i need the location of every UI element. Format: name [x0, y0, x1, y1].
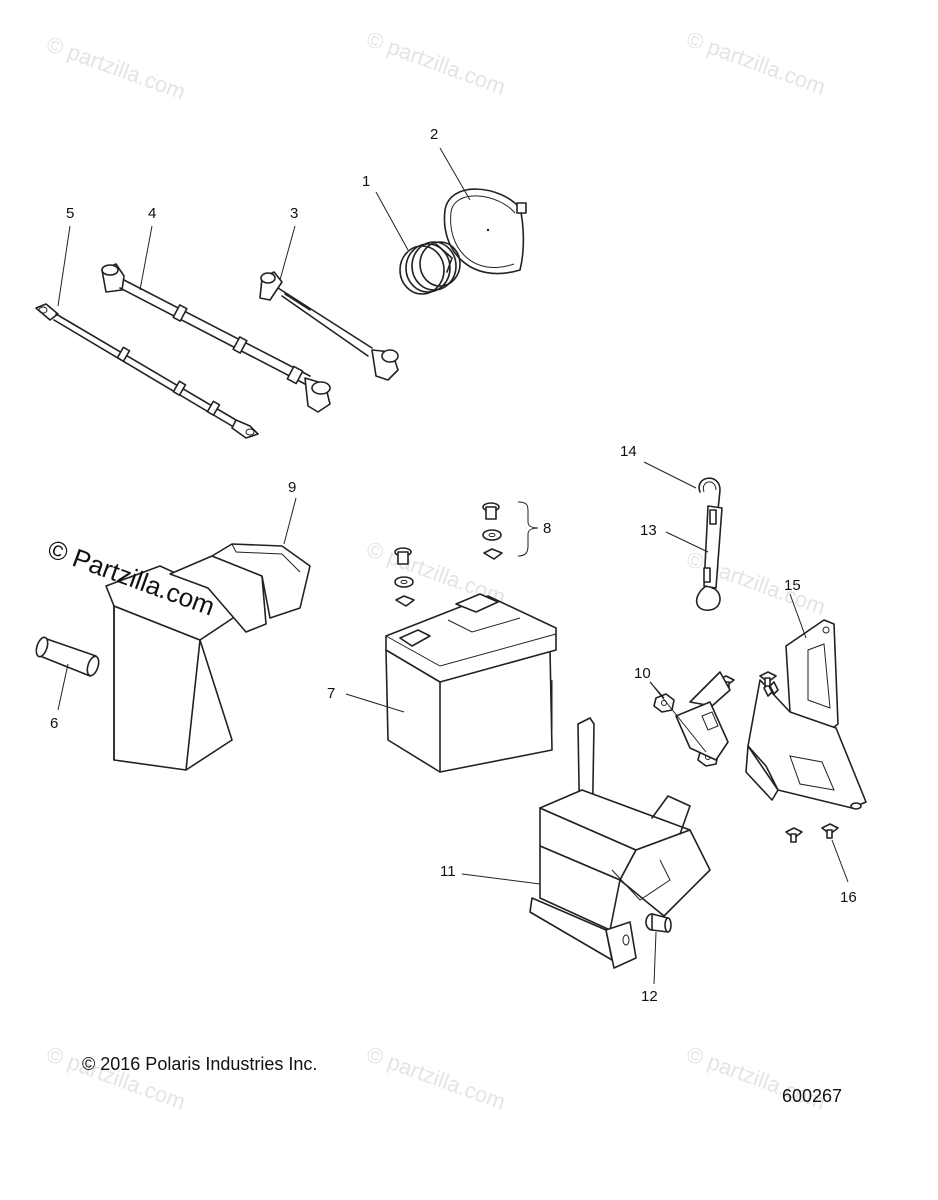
callout-2: 2 [430, 126, 438, 143]
callout-16: 16 [840, 889, 857, 906]
callout-7: 7 [327, 685, 335, 702]
part-11-battery-tray [529, 671, 731, 969]
bolt [759, 671, 777, 687]
bolt [821, 823, 839, 839]
watermark: © partzilla.com [43, 31, 189, 104]
callout-14: 14 [620, 443, 637, 460]
part-15-bracket [745, 619, 867, 810]
leader-lines [57, 147, 849, 985]
callout-labels: 1 2 3 4 5 6 7 8 9 10 11 12 13 14 15 16 [50, 126, 857, 1005]
callout-10: 10 [634, 665, 651, 682]
callout-8: 8 [543, 520, 551, 537]
callout-12: 12 [641, 988, 658, 1005]
copyright-text: © 2016 Polaris Industries Inc. [82, 1054, 317, 1074]
watermark: © partzilla.com [683, 26, 829, 99]
callout-1: 1 [362, 173, 370, 190]
part-14-hook [698, 477, 721, 511]
bolt [785, 827, 803, 843]
callout-13: 13 [640, 522, 657, 539]
diagram-number: 600267 [782, 1086, 842, 1106]
part-9-battery-cover [105, 543, 311, 771]
part-8-terminal-hardware [394, 501, 539, 607]
callout-9: 9 [288, 479, 296, 496]
callout-3: 3 [290, 205, 298, 222]
part-2-cable-tie [443, 188, 527, 275]
callout-4: 4 [148, 205, 156, 222]
callout-6: 6 [50, 715, 58, 732]
callout-11: 11 [440, 863, 456, 880]
part-3-short-cable [259, 271, 399, 381]
part-16-bolts [717, 671, 839, 843]
part-5-ground-cable [35, 303, 259, 439]
part-1-clamp [399, 241, 461, 295]
callout-15: 15 [784, 577, 801, 594]
part-7-battery [385, 593, 557, 773]
part-6-sleeve [35, 636, 100, 677]
watermark: © partzilla.com [363, 1041, 509, 1114]
part-4-long-cable [101, 263, 331, 413]
part-12-stud [645, 913, 672, 933]
callout-5: 5 [66, 205, 74, 222]
watermark: © partzilla.com [363, 26, 509, 99]
watermark: © partzilla.com [43, 1041, 189, 1114]
part-13-strap [695, 505, 723, 611]
